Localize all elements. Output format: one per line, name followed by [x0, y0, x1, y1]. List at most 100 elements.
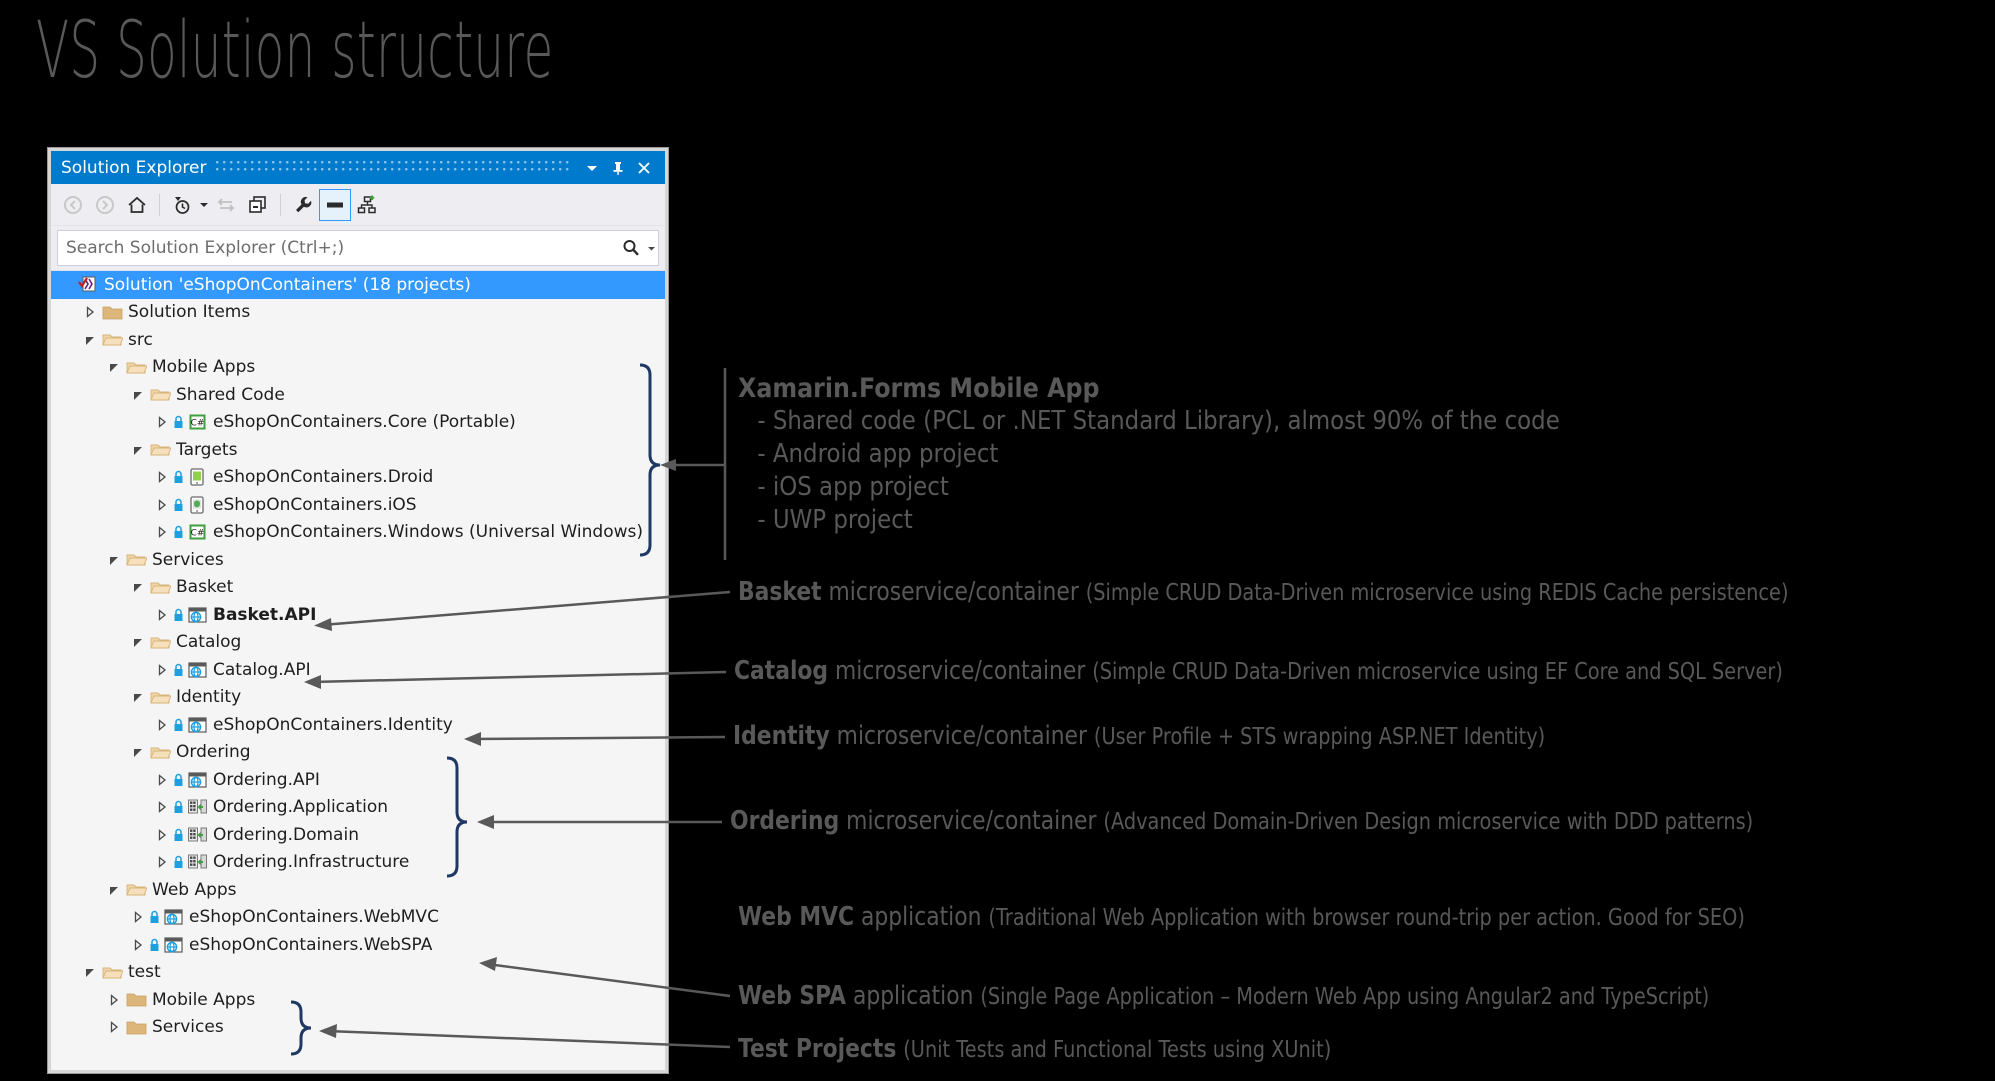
folder-closed-icon: [125, 990, 147, 1010]
chevron-down-icon[interactable]: [129, 743, 147, 761]
tree-item-eshoponcontainers-core-portable[interactable]: C# eShopOnContainers.Core (Portable): [51, 409, 665, 437]
clock-filter-icon[interactable]: [166, 189, 198, 221]
chevron-right-icon[interactable]: [153, 826, 171, 844]
tree-item-eshoponcontainers-droid[interactable]: eShopOnContainers.Droid: [51, 464, 665, 492]
forward-arrow-icon[interactable]: [89, 189, 121, 221]
folder-open-icon: [149, 632, 171, 652]
pin-icon[interactable]: [605, 155, 631, 181]
tree-item-eshoponcontainers-webmvc[interactable]: eShopOnContainers.WebMVC: [51, 904, 665, 932]
folder-open-icon: [149, 687, 171, 707]
page-title: VS Solution structure: [36, 6, 554, 96]
chevron-right-icon[interactable]: [105, 1018, 123, 1036]
chevron-right-icon[interactable]: [153, 798, 171, 816]
chevron-down-icon[interactable]: [105, 881, 123, 899]
search-box[interactable]: [57, 230, 659, 266]
chevron-right-icon[interactable]: [153, 606, 171, 624]
tree-item-mobile-apps[interactable]: Mobile Apps: [51, 354, 665, 382]
tree-item-ordering-api[interactable]: Ordering.API: [51, 766, 665, 794]
annotation-detail: (Simple CRUD Data-Driven microservice us…: [1092, 659, 1783, 685]
tree-item-label: Ordering.API: [213, 769, 320, 790]
solution-explorer-toolbar: [51, 184, 665, 226]
tree-item-targets[interactable]: Targets: [51, 436, 665, 464]
chevron-right-icon[interactable]: [129, 936, 147, 954]
tree-item-test[interactable]: test: [51, 959, 665, 987]
show-all-files-icon[interactable]: [351, 189, 383, 221]
tree-item-eshoponcontainers-identity[interactable]: eShopOnContainers.Identity: [51, 711, 665, 739]
wrench-icon[interactable]: [287, 189, 319, 221]
tree-item-label: test: [128, 962, 161, 983]
chevron-down-icon[interactable]: [81, 331, 99, 349]
tree-item-mobile-apps[interactable]: Mobile Apps: [51, 986, 665, 1014]
close-icon[interactable]: [631, 155, 657, 181]
tree-item-ordering-application[interactable]: Ordering.Application: [51, 794, 665, 822]
tree-item-catalog-api[interactable]: Catalog.API: [51, 656, 665, 684]
tree-item-eshoponcontainers-webspa[interactable]: eShopOnContainers.WebSPA: [51, 931, 665, 959]
chevron-right-icon[interactable]: [153, 523, 171, 541]
chevron-right-icon[interactable]: [153, 496, 171, 514]
chevron-down-icon[interactable]: [198, 189, 210, 221]
chevron-right-icon[interactable]: [81, 303, 99, 321]
chevron-right-icon[interactable]: [153, 716, 171, 734]
chevron-right-icon[interactable]: [153, 853, 171, 871]
chevron-down-icon[interactable]: [129, 386, 147, 404]
tree-item-identity[interactable]: Identity: [51, 684, 665, 712]
folder-open-icon: [125, 880, 147, 900]
preview-pane-icon[interactable]: [319, 188, 351, 221]
tree-item-ordering[interactable]: Ordering: [51, 739, 665, 767]
collapse-all-icon[interactable]: [242, 189, 274, 221]
chevron-right-icon[interactable]: [153, 661, 171, 679]
annotation-ordering: Ordering microservice/container (Advance…: [730, 806, 1753, 836]
chevron-down-icon[interactable]: [81, 963, 99, 981]
svg-text:C#: C#: [191, 419, 205, 429]
annotation-title: Xamarin.Forms Mobile App: [738, 373, 1100, 404]
chevron-right-icon[interactable]: [105, 991, 123, 1009]
tree-item-ordering-infrastructure[interactable]: Ordering.Infrastructure: [51, 849, 665, 877]
tree-item-solution-items[interactable]: Solution Items: [51, 299, 665, 327]
tree-item-eshoponcontainers-ios[interactable]: eShopOnContainers.iOS: [51, 491, 665, 519]
search-icon[interactable]: [618, 238, 644, 258]
tree-item-ordering-domain[interactable]: Ordering.Domain: [51, 821, 665, 849]
tree-item-shared-code[interactable]: Shared Code: [51, 381, 665, 409]
chevron-right-icon[interactable]: [153, 468, 171, 486]
sync-arrows-icon[interactable]: [210, 189, 242, 221]
chevron-down-icon[interactable]: [129, 688, 147, 706]
back-arrow-icon[interactable]: [57, 189, 89, 221]
tree-item-src[interactable]: src: [51, 326, 665, 354]
annotation-head: Web SPA: [738, 981, 847, 1011]
chevron-right-icon[interactable]: [153, 413, 171, 431]
tree-item-label: Ordering: [176, 742, 251, 763]
chevron-right-icon[interactable]: [129, 908, 147, 926]
chevron-down-icon[interactable]: [644, 244, 658, 253]
tree-item-services[interactable]: Services: [51, 546, 665, 574]
chevron-down-icon[interactable]: [579, 155, 605, 181]
tree-item-basket[interactable]: Basket: [51, 574, 665, 602]
solution-explorer-titlebar: Solution Explorer: [51, 151, 665, 184]
web-project-icon: [186, 660, 208, 680]
lock-icon: [150, 911, 159, 924]
search-input[interactable]: [58, 238, 618, 258]
tree-item-services[interactable]: Services: [51, 1014, 665, 1042]
tree-item-basket-api[interactable]: Basket.API: [51, 601, 665, 629]
chevron-down-icon[interactable]: [129, 578, 147, 596]
tree-item-label: Ordering.Domain: [213, 824, 359, 845]
chevron-down-icon[interactable]: [105, 358, 123, 376]
solution-tree[interactable]: Solution 'eShopOnContainers' (18 project…: [51, 270, 665, 1070]
window-drag-grip[interactable]: [216, 160, 569, 175]
tree-item-eshoponcontainers-windows-universal-windows[interactable]: C# eShopOnContainers.Windows (Universal …: [51, 519, 665, 547]
tree-item-solution-eshoponcontainers-18-projects[interactable]: Solution 'eShopOnContainers' (18 project…: [51, 271, 665, 299]
tree-item-label: Identity: [176, 687, 242, 708]
chevron-right-icon[interactable]: [153, 771, 171, 789]
annotation-detail: (Advanced Domain-Driven Design microserv…: [1103, 809, 1754, 835]
annotation-mid: microservice/container: [839, 806, 1104, 836]
home-icon[interactable]: [121, 189, 153, 221]
chevron-down-icon[interactable]: [129, 633, 147, 651]
svg-text:C#: C#: [191, 529, 205, 539]
expander-placeholder: [57, 276, 75, 294]
tree-item-web-apps[interactable]: Web Apps: [51, 876, 665, 904]
lock-icon: [174, 773, 183, 786]
tree-item-catalog[interactable]: Catalog: [51, 629, 665, 657]
chevron-down-icon[interactable]: [129, 441, 147, 459]
folder-open-icon: [101, 962, 123, 982]
chevron-down-icon[interactable]: [105, 551, 123, 569]
tree-item-label: Basket: [176, 577, 234, 598]
